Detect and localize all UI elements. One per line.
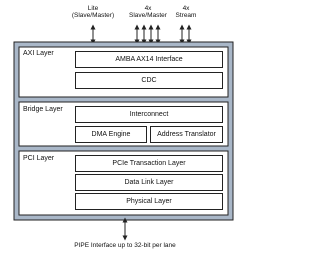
interconnect-box: Interconnect <box>75 106 223 123</box>
dma-engine-box: DMA Engine <box>75 126 147 143</box>
axi-layer-title: AXI Layer <box>23 50 54 57</box>
lite-label: Lite (Slave/Master) <box>68 5 118 19</box>
stream-label: 4x Stream <box>170 5 202 19</box>
slave-master-label-line2: Slave/Master <box>129 12 167 19</box>
stream-label-line1: 4x <box>182 5 190 12</box>
stream-label-line2: Stream <box>175 12 197 19</box>
amba-interface-box: AMBA AX14 Interface <box>75 51 223 68</box>
pipe-interface-label: PIPE Interface up to 32-bit per lane <box>74 242 176 249</box>
pcie-transaction-layer-box: PCIe Transaction Layer <box>75 155 223 172</box>
lite-label-line1: Lite <box>87 5 99 12</box>
cdc-box: CDC <box>75 72 223 89</box>
data-link-layer-box: Data Link Layer <box>75 174 223 191</box>
slave-master-label-line1: 4x <box>144 5 152 12</box>
slave-master-label: 4x Slave/Master <box>122 5 174 19</box>
bridge-layer-title: Bridge Layer <box>23 106 63 113</box>
pci-layer-title: PCI Layer <box>23 155 55 162</box>
address-translator-box: Address Translator <box>150 126 223 143</box>
physical-layer-box: Physical Layer <box>75 193 223 210</box>
lite-label-line2: (Slave/Master) <box>71 12 115 19</box>
